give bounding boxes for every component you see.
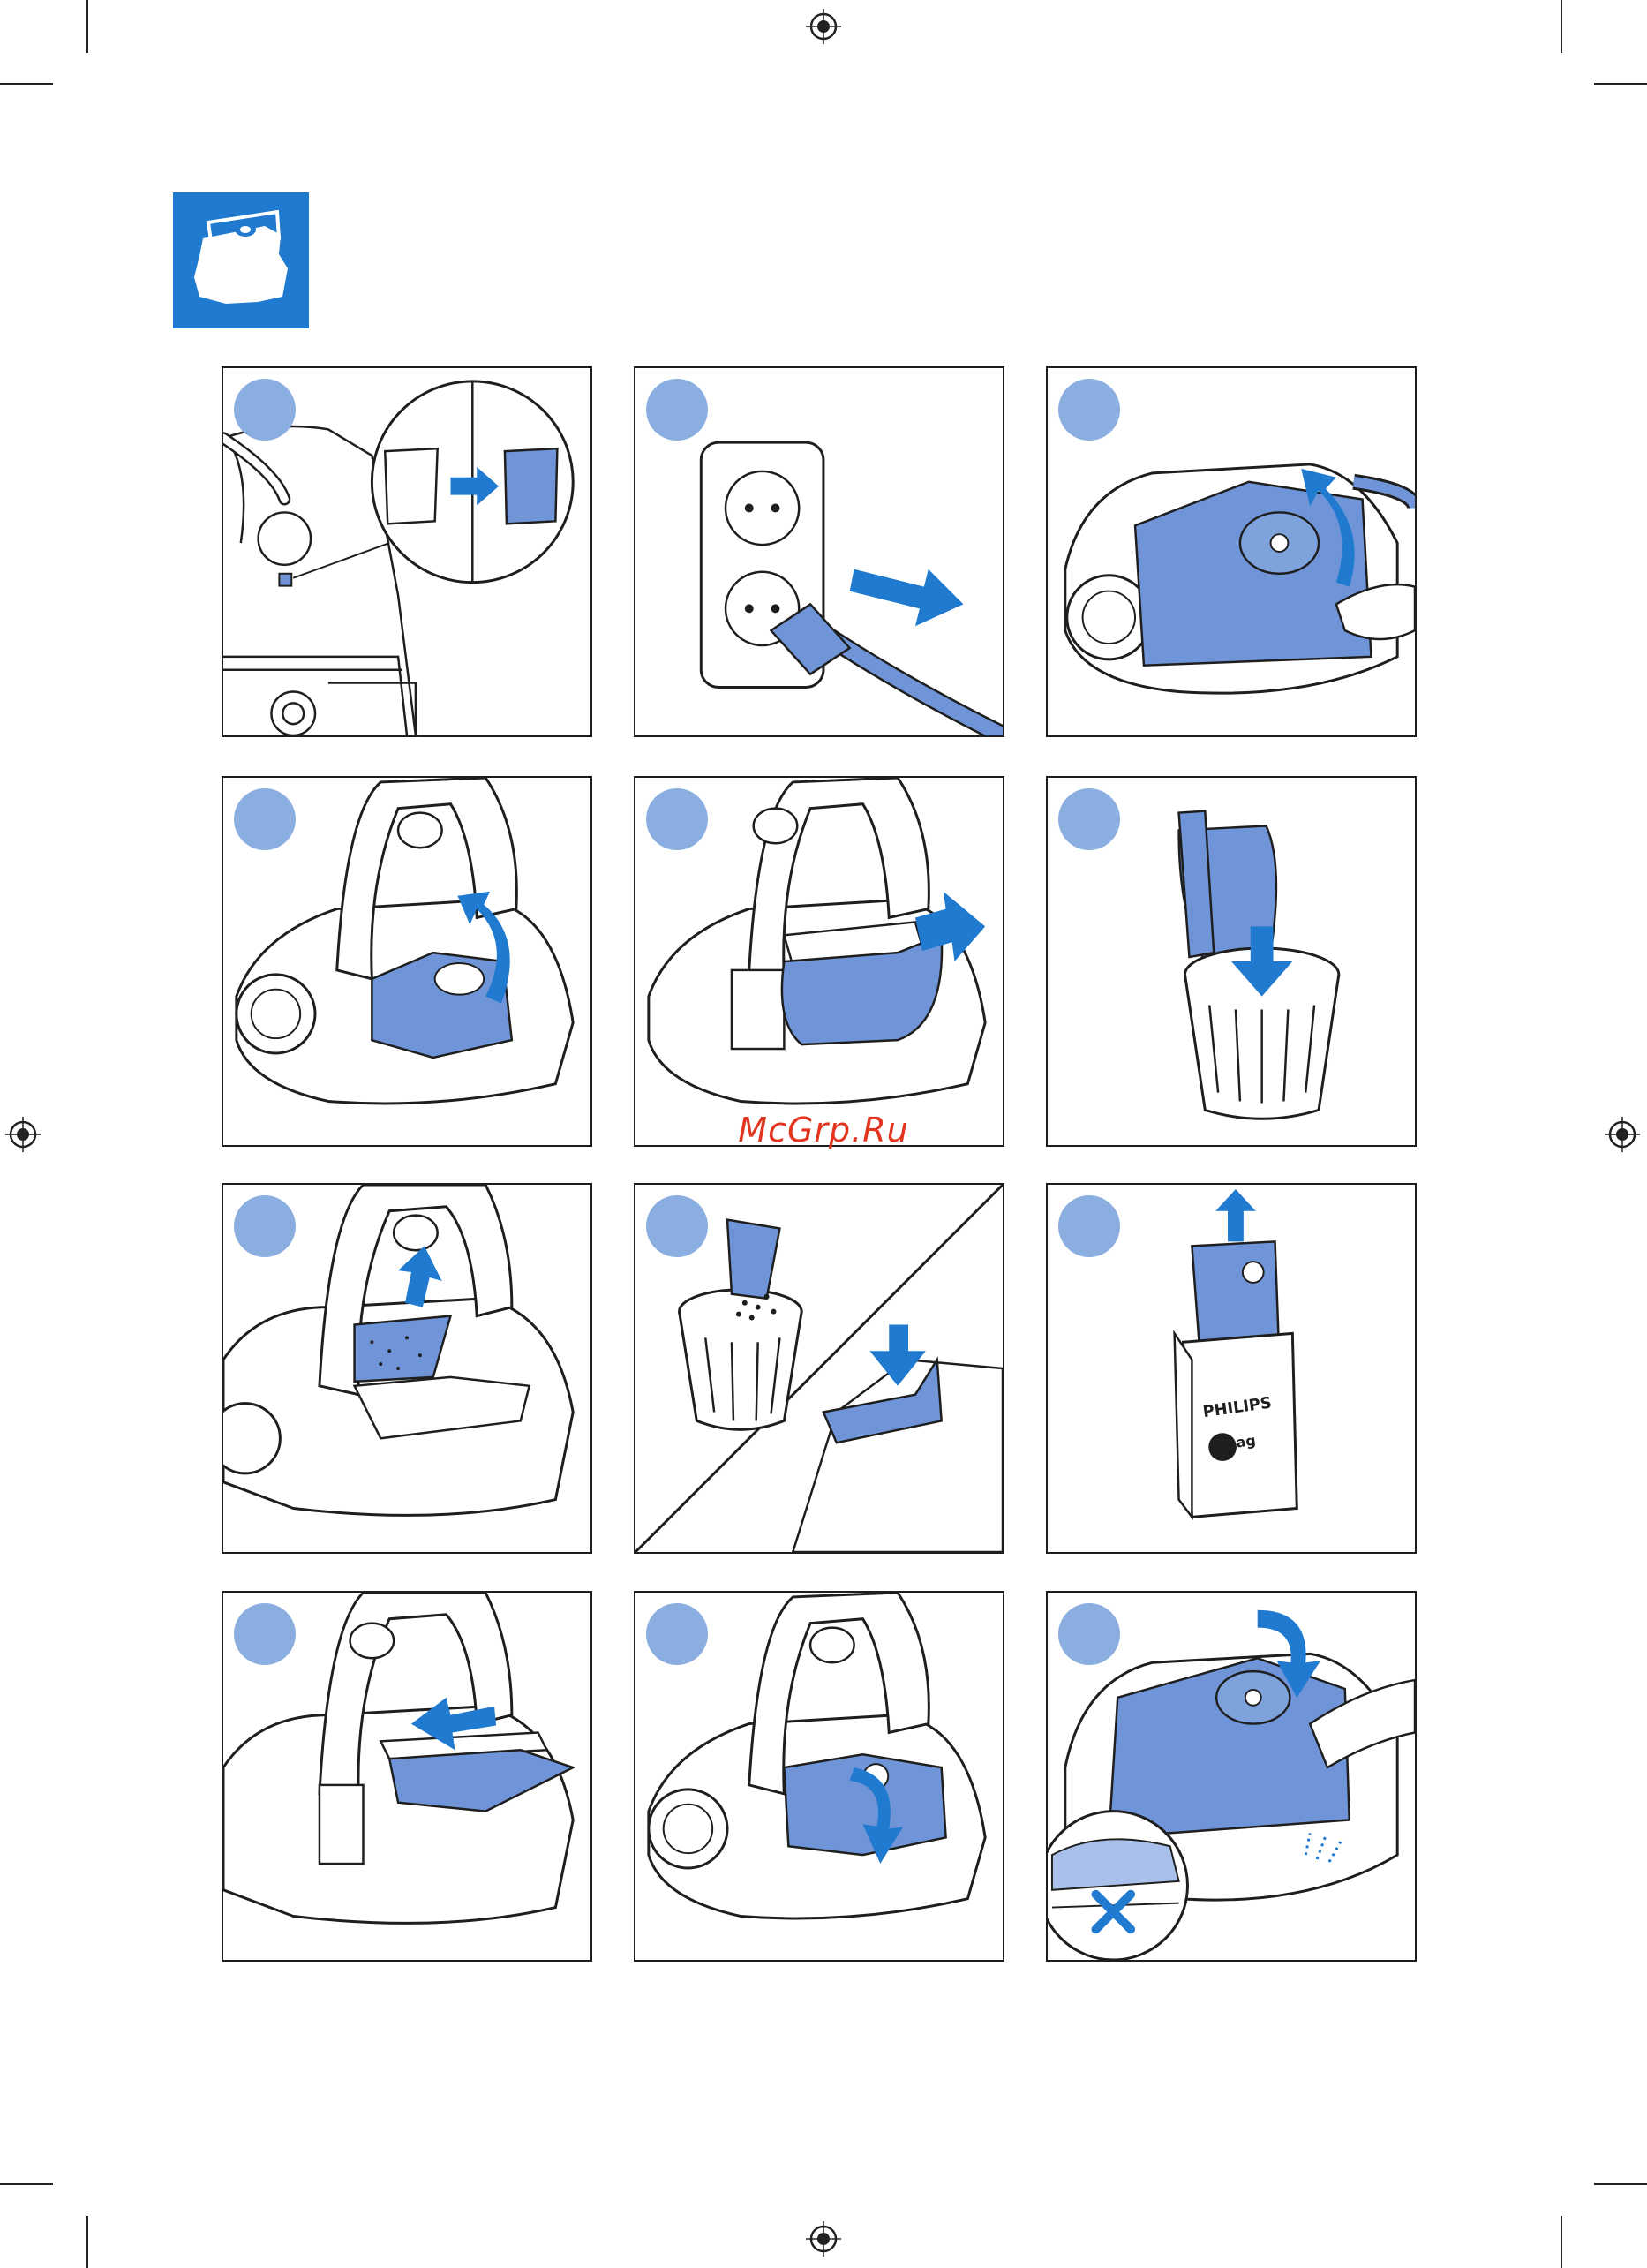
crop-mark: [0, 2183, 53, 2185]
step-panel: [634, 1183, 1004, 1554]
step-number-badge: [234, 1603, 296, 1665]
step-panel: [222, 776, 592, 1147]
step-panel: [222, 366, 592, 737]
step-panel: [1046, 776, 1417, 1147]
step-panel: [634, 776, 1004, 1147]
watermark: McGrp.Ru: [0, 1111, 1647, 1149]
step-number-badge: [234, 788, 296, 850]
registration-mark-icon: [806, 9, 841, 44]
crop-mark: [0, 83, 53, 85]
step-number-badge: [646, 379, 708, 441]
step-number-badge: [646, 788, 708, 850]
step-number-badge: [1058, 379, 1120, 441]
step-panel: PHILIPS bag: [1046, 1183, 1417, 1554]
crop-mark: [1594, 83, 1647, 85]
step-number-badge: [234, 1195, 296, 1257]
crop-mark: [86, 0, 88, 53]
dust-bag-icon: [173, 192, 309, 328]
crop-mark: [1594, 2183, 1647, 2185]
step-number-badge: [1058, 1195, 1120, 1257]
step-number-badge: [1058, 788, 1120, 850]
step-panel: [222, 1183, 592, 1554]
registration-mark-icon: [806, 2221, 841, 2257]
crop-mark: [1561, 0, 1562, 53]
step-panel: [634, 366, 1004, 737]
step-panel: [1046, 366, 1417, 737]
step-panel: [634, 1591, 1004, 1962]
crop-mark: [1561, 2216, 1562, 2268]
step-panel: [1046, 1591, 1417, 1962]
step-panel: [222, 1591, 592, 1962]
step-number-badge: [646, 1195, 708, 1257]
step-number-badge: [234, 379, 296, 441]
crop-mark: [86, 2216, 88, 2268]
step-number-badge: [646, 1603, 708, 1665]
step-number-badge: [1058, 1603, 1120, 1665]
